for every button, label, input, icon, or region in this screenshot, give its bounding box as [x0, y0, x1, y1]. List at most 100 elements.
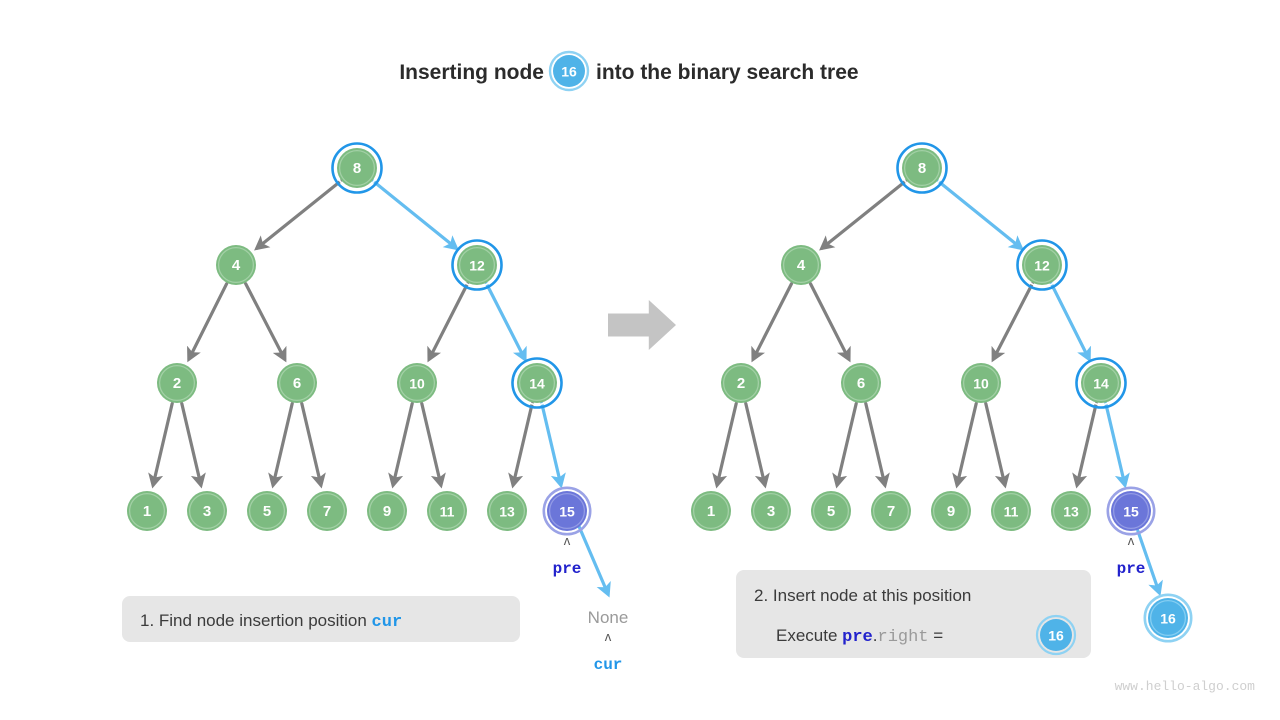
- node-value: 11: [440, 504, 455, 520]
- node-inner-ring: [962, 364, 1000, 402]
- node-circle: [367, 491, 407, 531]
- tree-node-13[interactable]: 13: [487, 491, 527, 531]
- badge-ring: [1035, 614, 1077, 656]
- caption-node-badge-16[interactable]: 16: [1035, 614, 1077, 656]
- tree-node-8[interactable]: 8: [331, 142, 383, 194]
- tree-node-4[interactable]: 4: [216, 245, 256, 285]
- node-value: 12: [1034, 258, 1050, 274]
- node-ring: [542, 486, 592, 536]
- none-label: None: [588, 608, 629, 627]
- node-value: 14: [1093, 376, 1109, 392]
- node-inner-ring: [308, 492, 346, 530]
- tree-edge: [420, 401, 446, 489]
- pointer-caret: ʌ: [1128, 533, 1135, 548]
- title-prefix: Inserting node: [399, 61, 544, 84]
- tree-node-4[interactable]: 4: [781, 245, 821, 285]
- tree-node-12[interactable]: 12: [451, 239, 503, 291]
- node-circle: [216, 245, 256, 285]
- node-inner-ring: [903, 149, 941, 187]
- tree-node-9[interactable]: 9: [931, 491, 971, 531]
- tree-node-2[interactable]: 2: [157, 363, 197, 403]
- node-highlight-ring-gap: [899, 145, 945, 191]
- node-circle: [337, 148, 377, 188]
- watermark-layer: www.hello-algo.com: [1115, 679, 1256, 694]
- tree-node-1[interactable]: 1: [127, 491, 167, 531]
- node-value: 9: [947, 503, 955, 520]
- tree-edge: [744, 401, 770, 489]
- node-value: 15: [559, 504, 575, 520]
- title-node-badge[interactable]: 16: [548, 50, 590, 92]
- node-circle: [751, 491, 791, 531]
- node-circle: [307, 491, 347, 531]
- tree-edge: [1049, 282, 1091, 363]
- node-circle: [1051, 491, 1091, 531]
- tree-node-5[interactable]: 5: [247, 491, 287, 531]
- node-highlight-ring-gap: [514, 360, 560, 406]
- node-value: 5: [827, 503, 835, 520]
- tree-node-7[interactable]: 7: [307, 491, 347, 531]
- tree-node-10[interactable]: 10: [961, 363, 1001, 403]
- node-circle: [781, 245, 821, 285]
- tree-edges-layer: [148, 179, 1163, 598]
- pointer-label-cur: cur: [594, 656, 623, 674]
- node-inner-ring: [812, 492, 850, 530]
- tree-node-12[interactable]: 12: [1016, 239, 1068, 291]
- node-value: 9: [383, 503, 391, 520]
- node-circle: [961, 363, 1001, 403]
- tree-node-8[interactable]: 8: [896, 142, 948, 194]
- tree-edge: [936, 179, 1024, 251]
- node-highlight-ring-gap: [1019, 242, 1065, 288]
- tree-node-15[interactable]: 15: [542, 486, 592, 536]
- node-circle: [157, 363, 197, 403]
- tree-node-10[interactable]: 10: [397, 363, 437, 403]
- tree-node-6[interactable]: 6: [841, 363, 881, 403]
- tree-edge: [1104, 401, 1130, 489]
- watermark: www.hello-algo.com: [1115, 679, 1256, 694]
- tree-node-16[interactable]: 16: [1143, 593, 1193, 643]
- tree-node-2[interactable]: 2: [721, 363, 761, 403]
- node-inner-ring: [692, 492, 730, 530]
- tree-node-15[interactable]: 15: [1106, 486, 1156, 536]
- node-inner-ring: [1023, 246, 1061, 284]
- badge-value: 16: [561, 64, 577, 80]
- tree-node-11[interactable]: 11: [427, 491, 467, 531]
- pointer-caret: ʌ: [605, 629, 612, 644]
- tree-node-6[interactable]: 6: [277, 363, 317, 403]
- node-circle: [277, 363, 317, 403]
- node-inner-ring: [458, 246, 496, 284]
- tree-node-7[interactable]: 7: [871, 491, 911, 531]
- tree-node-14[interactable]: 14: [511, 357, 563, 409]
- tree-node-1[interactable]: 1: [691, 491, 731, 531]
- node-highlight-ring-outer: [896, 142, 948, 194]
- node-value: 3: [203, 503, 211, 520]
- tree-node-14[interactable]: 14: [1075, 357, 1127, 409]
- step-transition-arrow-icon: [608, 300, 676, 350]
- node-circle: [871, 491, 911, 531]
- tree-edge: [180, 401, 206, 489]
- badge-ring: [548, 50, 590, 92]
- node-inner-ring: [548, 492, 586, 530]
- tree-edge: [254, 179, 343, 251]
- caption-line-1: 2. Insert node at this position: [754, 586, 971, 605]
- tree-edge: [1136, 529, 1163, 597]
- node-inner-ring: [872, 492, 910, 530]
- node-value: 8: [353, 160, 361, 177]
- tree-node-5[interactable]: 5: [811, 491, 851, 531]
- tree-edge: [832, 401, 858, 489]
- tree-node-3[interactable]: 3: [187, 491, 227, 531]
- tree-node-9[interactable]: 9: [367, 491, 407, 531]
- node-circle: [457, 245, 497, 285]
- node-inner-ring: [932, 492, 970, 530]
- node-circle: [991, 491, 1031, 531]
- tree-node-3[interactable]: 3: [751, 491, 791, 531]
- node-circle: [931, 491, 971, 531]
- node-inner-ring: [128, 492, 166, 530]
- node-value: 14: [529, 376, 545, 392]
- tree-node-11[interactable]: 11: [991, 491, 1031, 531]
- tree-node-13[interactable]: 13: [1051, 491, 1091, 531]
- tree-edge: [148, 401, 174, 489]
